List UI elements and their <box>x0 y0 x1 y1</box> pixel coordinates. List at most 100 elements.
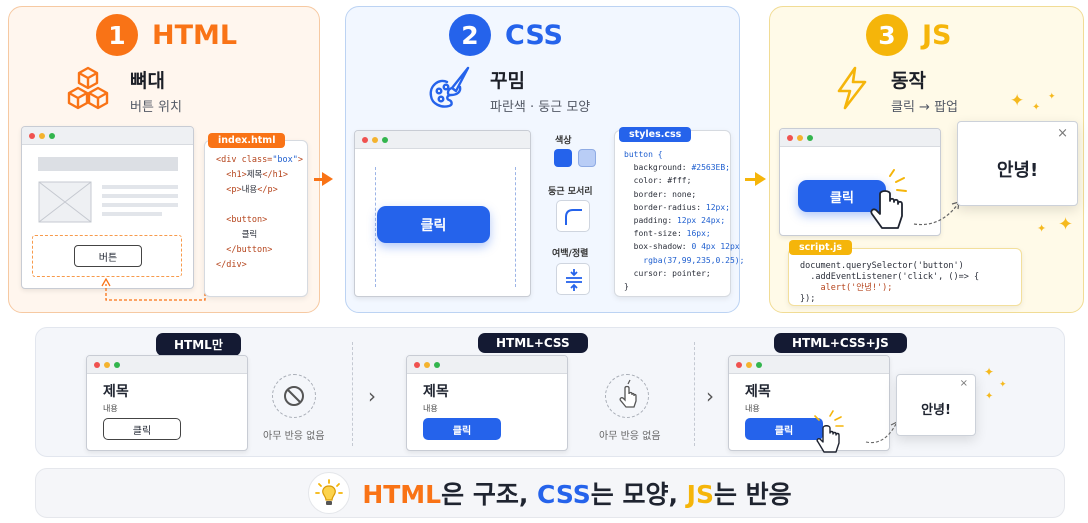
code-token: document.querySelector('button') <box>800 261 964 271</box>
code-token: <p> <box>226 185 242 195</box>
script-js-code: document.querySelector('button') .addEve… <box>788 248 1022 306</box>
close-icon[interactable]: × <box>959 378 968 389</box>
no-reaction-text: 아무 반응 없음 <box>263 431 325 442</box>
code-token: .addEventListener('click', ()=> { <box>800 272 980 282</box>
code-token: font-size: <box>624 229 687 239</box>
code-token: </div> <box>216 260 247 270</box>
code-token: <h1> <box>226 170 247 180</box>
maximize-dot <box>49 132 55 139</box>
summary-html-rest: 은 구조, <box>441 480 538 509</box>
close-dot <box>362 136 368 143</box>
feature-desc-button-position: 버튼 위치 <box>130 100 182 115</box>
feature-desc-click-popup: 클릭 → 팝업 <box>891 100 958 115</box>
code-token: </h1> <box>262 170 288 180</box>
code-token: </p> <box>257 185 278 195</box>
lightbulb-badge <box>308 472 351 514</box>
window-titlebar <box>87 356 247 374</box>
file-tab-styles-css: styles.css <box>619 127 692 142</box>
code-token: > <box>297 155 304 165</box>
close-dot <box>94 361 100 368</box>
lightbulb-icon <box>315 479 344 505</box>
chevron-right-icon: › <box>706 384 714 408</box>
forbidden-icon <box>284 386 304 406</box>
index-html-code: <div class="box"> <h1>제목</h1> <p>내용</p> … <box>204 140 308 297</box>
code-token: color: #fff; <box>624 176 692 186</box>
sparkle-icon: ✦ <box>1048 92 1056 102</box>
feature-title-action: 동작 <box>891 70 926 92</box>
styled-click-button[interactable]: 클릭 <box>423 418 501 440</box>
pointer-icon <box>619 379 637 408</box>
minimize-dot <box>372 136 378 143</box>
radius-label: 둥근 모서리 <box>548 187 593 197</box>
feature-title-decoration: 꾸밈 <box>490 70 525 92</box>
step-number-3: 3 <box>866 14 908 56</box>
image-placeholder-icon <box>38 181 92 223</box>
label-html-only: HTML만 <box>156 333 241 356</box>
close-dot <box>736 361 742 368</box>
maximize-dot <box>114 361 120 368</box>
mini-title: 제목 <box>423 384 449 400</box>
file-tab-script-js: script.js <box>789 240 853 255</box>
popup-message: 안녕! <box>921 403 951 418</box>
guide-line <box>375 167 376 287</box>
code-token: button { <box>624 150 663 159</box>
mini-body: 내용 <box>103 404 118 413</box>
maximize-dot <box>382 136 388 143</box>
text-line <box>102 194 178 198</box>
spacing-label: 여백/정렬 <box>552 249 589 259</box>
no-reaction-text: 아무 반응 없음 <box>599 431 661 442</box>
mini-window-html-css-js: 제목 내용 클릭 <box>728 355 890 451</box>
text-line <box>102 212 162 216</box>
maximize-dot <box>434 361 440 368</box>
code-token: } <box>624 282 629 292</box>
pointer-hand-icon <box>814 410 844 453</box>
paint-brush-palette-icon <box>429 66 470 108</box>
plain-click-button[interactable]: 클릭 <box>103 418 181 440</box>
code-token: 0 4px 12px <box>691 242 740 252</box>
heading-placeholder <box>38 157 178 171</box>
summary-html: HTML <box>362 480 442 509</box>
summary-css: CSS <box>537 480 591 509</box>
color-label: 색상 <box>555 136 572 146</box>
mini-title: 제목 <box>103 384 129 400</box>
code-token: <div <box>216 155 242 165</box>
summary-text: HTML은 구조, CSS는 모양, JS는 반응 <box>362 475 791 511</box>
code-token: cursor: pointer; <box>624 268 711 278</box>
styled-blue-button[interactable]: 클릭 <box>377 206 490 243</box>
mini-body: 내용 <box>745 404 760 413</box>
summary-js-rest: 는 반응 <box>713 480 792 509</box>
code-token: box-shadow: <box>624 242 692 252</box>
rounded-corner-box <box>556 200 590 232</box>
label-html-css-js: HTML+CSS+JS <box>774 333 907 353</box>
js-alert-popup: × 안녕! <box>957 121 1078 206</box>
guide-line <box>515 167 516 287</box>
flow-arrow-2 <box>755 172 766 186</box>
js-step-header: 3 JS <box>866 14 952 56</box>
sparkle-icon: ✦ <box>985 391 994 402</box>
step-title-js: JS <box>922 19 952 51</box>
maximize-dot <box>756 361 762 368</box>
text-line <box>102 203 178 207</box>
code-token: 12px; <box>705 202 730 212</box>
popup-message: 안녕! <box>996 160 1039 181</box>
close-icon[interactable]: × <box>1057 126 1068 141</box>
step-title-html: HTML <box>152 19 238 51</box>
swatch-blue-light <box>578 149 596 167</box>
sparkle-icon: ✦ <box>1010 91 1025 111</box>
interactive-click-button[interactable]: 클릭 <box>745 418 823 440</box>
flow-arrow-shaft <box>745 178 756 181</box>
plain-html-button[interactable]: 버튼 <box>74 245 142 267</box>
minimize-dot <box>104 361 110 368</box>
code-token: 제목 <box>246 170 263 180</box>
js-click-button[interactable]: 클릭 <box>798 180 886 212</box>
lightning-bolt-icon <box>837 66 867 110</box>
code-token: 16px; <box>686 229 711 239</box>
css-step-header: 2 CSS <box>449 14 563 56</box>
styles-css-code: button { background: #2563EB; color: #ff… <box>614 130 744 297</box>
code-token: #2563EB; <box>691 163 730 173</box>
sparkle-icon: ✦ <box>999 380 1007 390</box>
minimize-dot <box>39 132 45 139</box>
text-line <box>102 185 178 189</box>
spacing-align-box <box>556 263 590 295</box>
mini-alert-popup: × 안녕! <box>896 374 976 436</box>
